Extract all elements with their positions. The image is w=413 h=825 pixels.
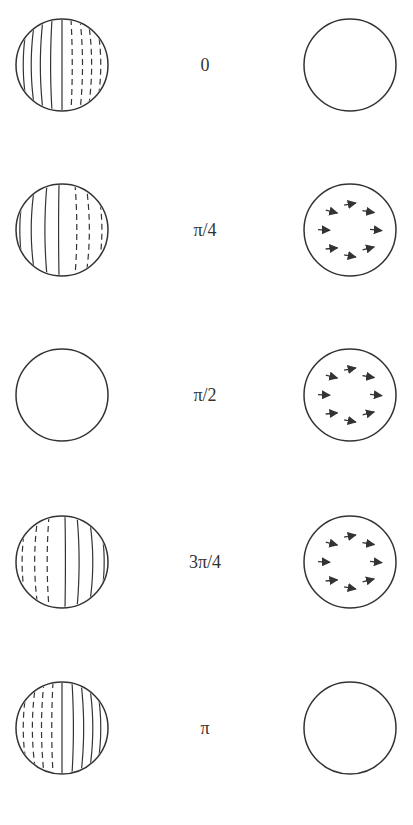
current-arrow [344, 420, 356, 422]
dashed-field-line [71, 19, 72, 111]
current-arrow [344, 255, 356, 257]
field-lines [20, 184, 102, 276]
solid-field-line [72, 682, 73, 774]
current-arrow [326, 413, 338, 414]
solid-field-line [89, 682, 93, 774]
solid-field-line [81, 682, 84, 774]
solid-field-line [99, 516, 104, 608]
dashed-field-line [97, 184, 102, 276]
current-arrow [344, 587, 356, 589]
current-arrow [318, 561, 330, 563]
field-circle [16, 19, 108, 111]
solid-field-line [77, 516, 79, 608]
current-arrow [362, 543, 374, 545]
solid-field-line [89, 516, 93, 608]
solid-field-line [45, 184, 47, 276]
dashed-field-line [41, 682, 44, 774]
current-arrow [318, 394, 330, 396]
solid-field-line [20, 184, 25, 276]
current-arrow [370, 229, 382, 230]
field-circle [16, 516, 108, 608]
dashed-field-line [88, 19, 92, 111]
dashed-field-line [22, 516, 27, 608]
solid-field-line [51, 19, 52, 111]
field-circle [16, 349, 108, 441]
field-circle [16, 682, 108, 774]
current-circle [304, 682, 396, 774]
current-arrow [326, 248, 338, 249]
current-arrow [318, 229, 330, 231]
dashed-field-line [23, 682, 28, 774]
current-arrow [363, 412, 375, 415]
current-arrow [326, 375, 338, 378]
dashed-field-line [80, 19, 83, 111]
phase-label: π/4 [193, 221, 216, 239]
current-arrow [326, 210, 338, 213]
solid-field-line [58, 184, 60, 276]
solid-field-line [61, 19, 62, 111]
current-arrow [344, 368, 356, 370]
phase-label: 0 [201, 56, 210, 74]
solid-field-line [64, 516, 66, 608]
solid-field-line [23, 19, 28, 111]
phase-label: π/2 [193, 386, 216, 404]
field-circle [16, 184, 108, 276]
solid-field-line [31, 19, 35, 111]
current-arrow [363, 247, 375, 250]
dashed-field-line [86, 184, 89, 276]
solid-field-line [96, 682, 101, 774]
current-arrows [318, 535, 382, 589]
current-arrows [318, 203, 382, 257]
current-circle [304, 516, 396, 608]
phase-label: 3π/4 [189, 553, 221, 571]
field-lines [15, 19, 108, 111]
current-arrows [318, 368, 382, 422]
current-arrow [326, 580, 338, 581]
current-arrow [362, 376, 374, 378]
phase-label: π [200, 719, 209, 737]
current-arrow [344, 535, 356, 537]
dashed-field-line [96, 19, 101, 111]
current-arrow [363, 579, 375, 582]
field-lines [22, 516, 104, 608]
current-arrow [370, 561, 382, 562]
solid-field-line [31, 184, 35, 276]
current-circle [304, 184, 396, 276]
dashed-field-line [32, 682, 36, 774]
solid-field-line [61, 682, 62, 774]
dashed-field-line [35, 516, 38, 608]
dashed-field-line [47, 516, 49, 608]
dashed-field-line [52, 682, 53, 774]
dashed-field-line [75, 184, 77, 276]
current-arrow [326, 542, 338, 545]
current-circle [304, 19, 396, 111]
current-circle [304, 349, 396, 441]
current-arrow [362, 211, 374, 213]
current-arrow [344, 203, 356, 205]
solid-field-line [40, 19, 43, 111]
field-lines [15, 682, 108, 774]
current-arrow [370, 394, 382, 395]
